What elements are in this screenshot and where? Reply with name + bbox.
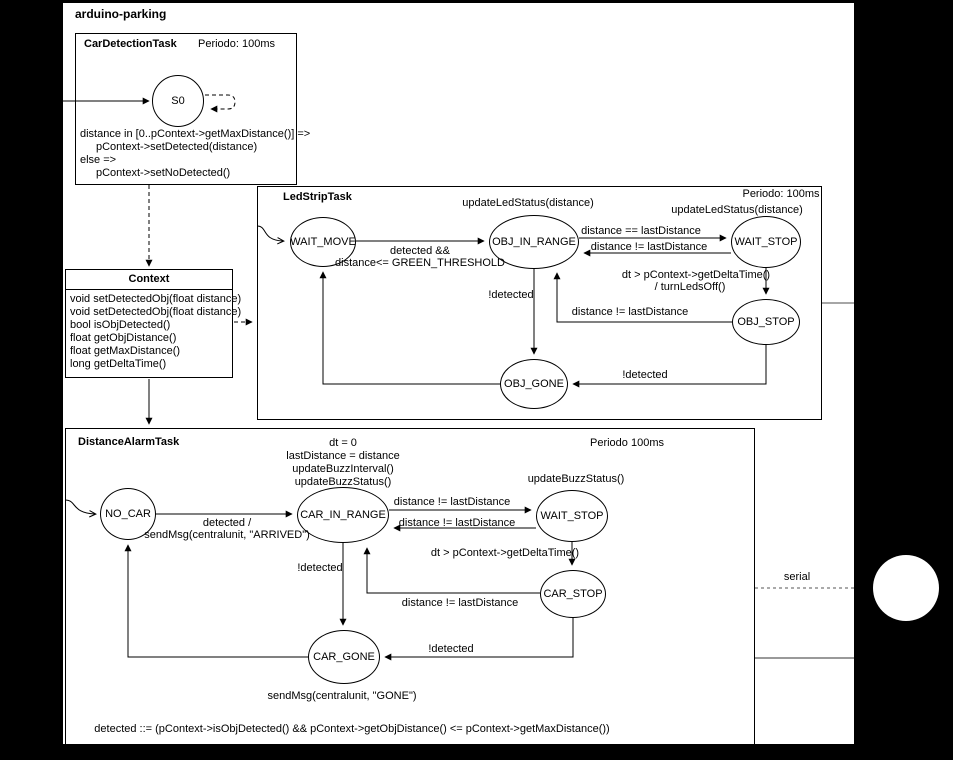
state-wait-stop-alarm[interactable]: WAIT_STOP — [536, 490, 608, 542]
frame-title: arduino-parking — [75, 7, 167, 21]
context-methods: void setDetectedObj(float distance) void… — [66, 290, 242, 371]
label-detected-slash: detected / — [202, 517, 252, 529]
car-detection-body-line: else => — [80, 154, 117, 166]
transition-objstop-objinrange — [553, 272, 732, 323]
state-car-gone[interactable]: CAR_GONE — [308, 630, 380, 684]
label-distance-neq: distance != lastDistance — [590, 241, 708, 253]
label-distance-eq: distance == lastDistance — [581, 225, 701, 237]
state-obj-gone[interactable]: OBJ_GONE — [500, 359, 568, 409]
label-detected-and: detected && — [390, 245, 450, 257]
distance-alarm-period: Periodo 100ms — [590, 437, 664, 449]
state-car-in-range[interactable]: CAR_IN_RANGE — [297, 487, 389, 543]
context-method: long getDeltaTime() — [70, 358, 167, 370]
state-car-gone-label: CAR_GONE — [313, 651, 375, 663]
context-method: float getObjDistance() — [70, 332, 177, 344]
state-wait-stop-alarm-label: WAIT_STOP — [540, 510, 604, 522]
label-turn-leds-off: / turnLedsOff() — [654, 281, 726, 293]
label-entry-action: dt = 0 — [329, 437, 357, 449]
label-entry-action: lastDistance = distance — [286, 450, 400, 462]
label-not-detected: !detected — [488, 289, 534, 301]
transition-carstop-carinrange — [363, 547, 540, 594]
label-distance-neq: distance != lastDistance — [393, 496, 511, 508]
label-update-led-status: updateLedStatus(distance) — [462, 197, 594, 209]
label-serial: serial — [783, 571, 811, 583]
distance-alarm-task-box[interactable] — [65, 428, 755, 747]
label-send-arrived: sendMsg(centralunit, "ARRIVED") — [144, 529, 310, 541]
state-no-car-label: NO_CAR — [105, 508, 151, 520]
state-obj-in-range-label: OBJ_IN_RANGE — [492, 236, 576, 248]
state-car-stop-label: CAR_STOP — [543, 588, 603, 600]
state-wait-move[interactable]: WAIT_MOVE — [290, 217, 356, 267]
transition-s0-selfloop — [205, 94, 236, 113]
label-entry-action: updateBuzzInterval() — [292, 463, 394, 475]
state-obj-in-range[interactable]: OBJ_IN_RANGE — [489, 215, 579, 269]
transition-carstop-cargone — [384, 618, 574, 661]
context-method: bool isObjDetected() — [70, 319, 171, 331]
car-detection-title: CarDetectionTask — [84, 38, 177, 50]
state-wait-move-label: WAIT_MOVE — [290, 236, 356, 248]
label-not-detected: !detected — [428, 643, 474, 655]
led-strip-title: LedStripTask — [283, 191, 352, 203]
label-send-gone: sendMsg(centralunit, "GONE") — [267, 690, 417, 702]
state-car-in-range-label: CAR_IN_RANGE — [300, 509, 386, 521]
transition-cargone-nocar — [124, 544, 308, 658]
state-wait-stop-led-label: WAIT_STOP — [734, 236, 798, 248]
label-entry-action: updateBuzzStatus() — [294, 476, 392, 488]
label-delta-time: dt > pContext->getDeltaTime() — [621, 269, 771, 281]
label-delta-time: dt > pContext->getDeltaTime() — [430, 547, 580, 559]
label-green-threshold: distance<= GREEN_THRESHOLD — [335, 257, 505, 269]
transition-objstop-objgone — [572, 345, 767, 388]
label-update-buzz-status: updateBuzzStatus() — [527, 473, 625, 485]
state-obj-stop[interactable]: OBJ_STOP — [732, 299, 800, 345]
label-not-detected: !detected — [297, 562, 343, 574]
transition-objgone-waitmove — [319, 271, 500, 385]
car-detection-task-box[interactable] — [75, 33, 297, 185]
car-detection-body-line: distance in [0..pContext->getMaxDistance… — [80, 128, 311, 140]
label-detected-definition: detected ::= (pContext->isObjDetected() … — [94, 723, 610, 735]
label-not-detected: !detected — [622, 369, 668, 381]
state-car-stop[interactable]: CAR_STOP — [540, 570, 606, 618]
transition-initial-nocar — [64, 499, 97, 518]
context-method: void setDetectedObj(float distance) — [70, 293, 242, 305]
distance-alarm-title: DistanceAlarmTask — [78, 436, 180, 448]
context-title: Context — [66, 270, 232, 290]
state-no-car[interactable]: NO_CAR — [100, 488, 156, 540]
car-detection-period: Periodo: 100ms — [198, 38, 276, 50]
label-distance-neq: distance != lastDistance — [571, 306, 689, 318]
context-method: void setDetectedObj(float distance) — [70, 306, 242, 318]
state-s0[interactable]: S0 — [152, 75, 204, 127]
context-class-box[interactable]: Context void setDetectedObj(float distan… — [65, 269, 242, 378]
led-strip-task-box[interactable] — [257, 186, 822, 420]
state-obj-gone-label: OBJ_GONE — [504, 378, 564, 390]
label-update-led-status: updateLedStatus(distance) — [671, 204, 803, 216]
state-wait-stop-led[interactable]: WAIT_STOP — [731, 216, 801, 268]
context-method: float getMaxDistance() — [70, 345, 181, 357]
car-detection-body-line: pContext->setNoDetected() — [96, 167, 231, 179]
car-detection-body-line: pContext->setDetected(distance) — [96, 141, 258, 153]
state-s0-label: S0 — [171, 95, 185, 107]
label-distance-neq: distance != lastDistance — [401, 597, 519, 609]
serial-interface-ball[interactable] — [873, 555, 939, 621]
led-strip-period: Periodo: 100ms — [742, 188, 820, 200]
transition-initial-waitmove — [256, 225, 285, 245]
state-obj-stop-label: OBJ_STOP — [737, 316, 795, 328]
label-distance-neq: distance != lastDistance — [398, 517, 516, 529]
